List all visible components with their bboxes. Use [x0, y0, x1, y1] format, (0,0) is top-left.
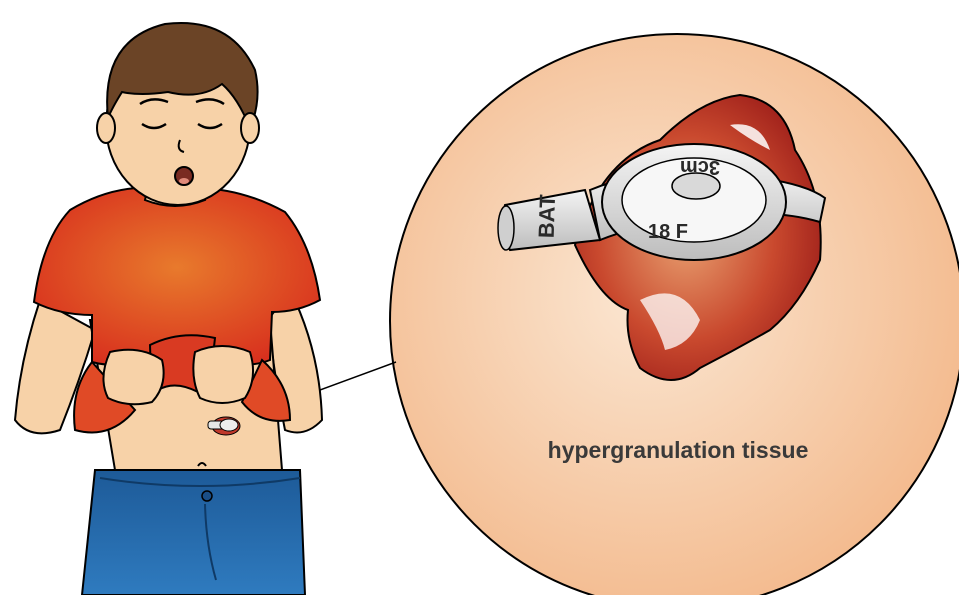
- device-size-text: 3cm: [680, 156, 720, 178]
- mouth-lip: [179, 178, 189, 184]
- boy-figure: [15, 23, 322, 595]
- device-plug-end: [498, 206, 514, 250]
- jeans: [82, 470, 305, 595]
- right-hand: [193, 346, 253, 403]
- callout-label: hypergranulation tissue: [478, 437, 878, 464]
- jeans-button: [202, 491, 212, 501]
- left-hand: [103, 350, 163, 404]
- right-ear: [241, 113, 259, 143]
- device-brand-text: BAT: [534, 194, 561, 239]
- device-code-text: 18 F: [648, 221, 688, 243]
- left-ear: [97, 113, 115, 143]
